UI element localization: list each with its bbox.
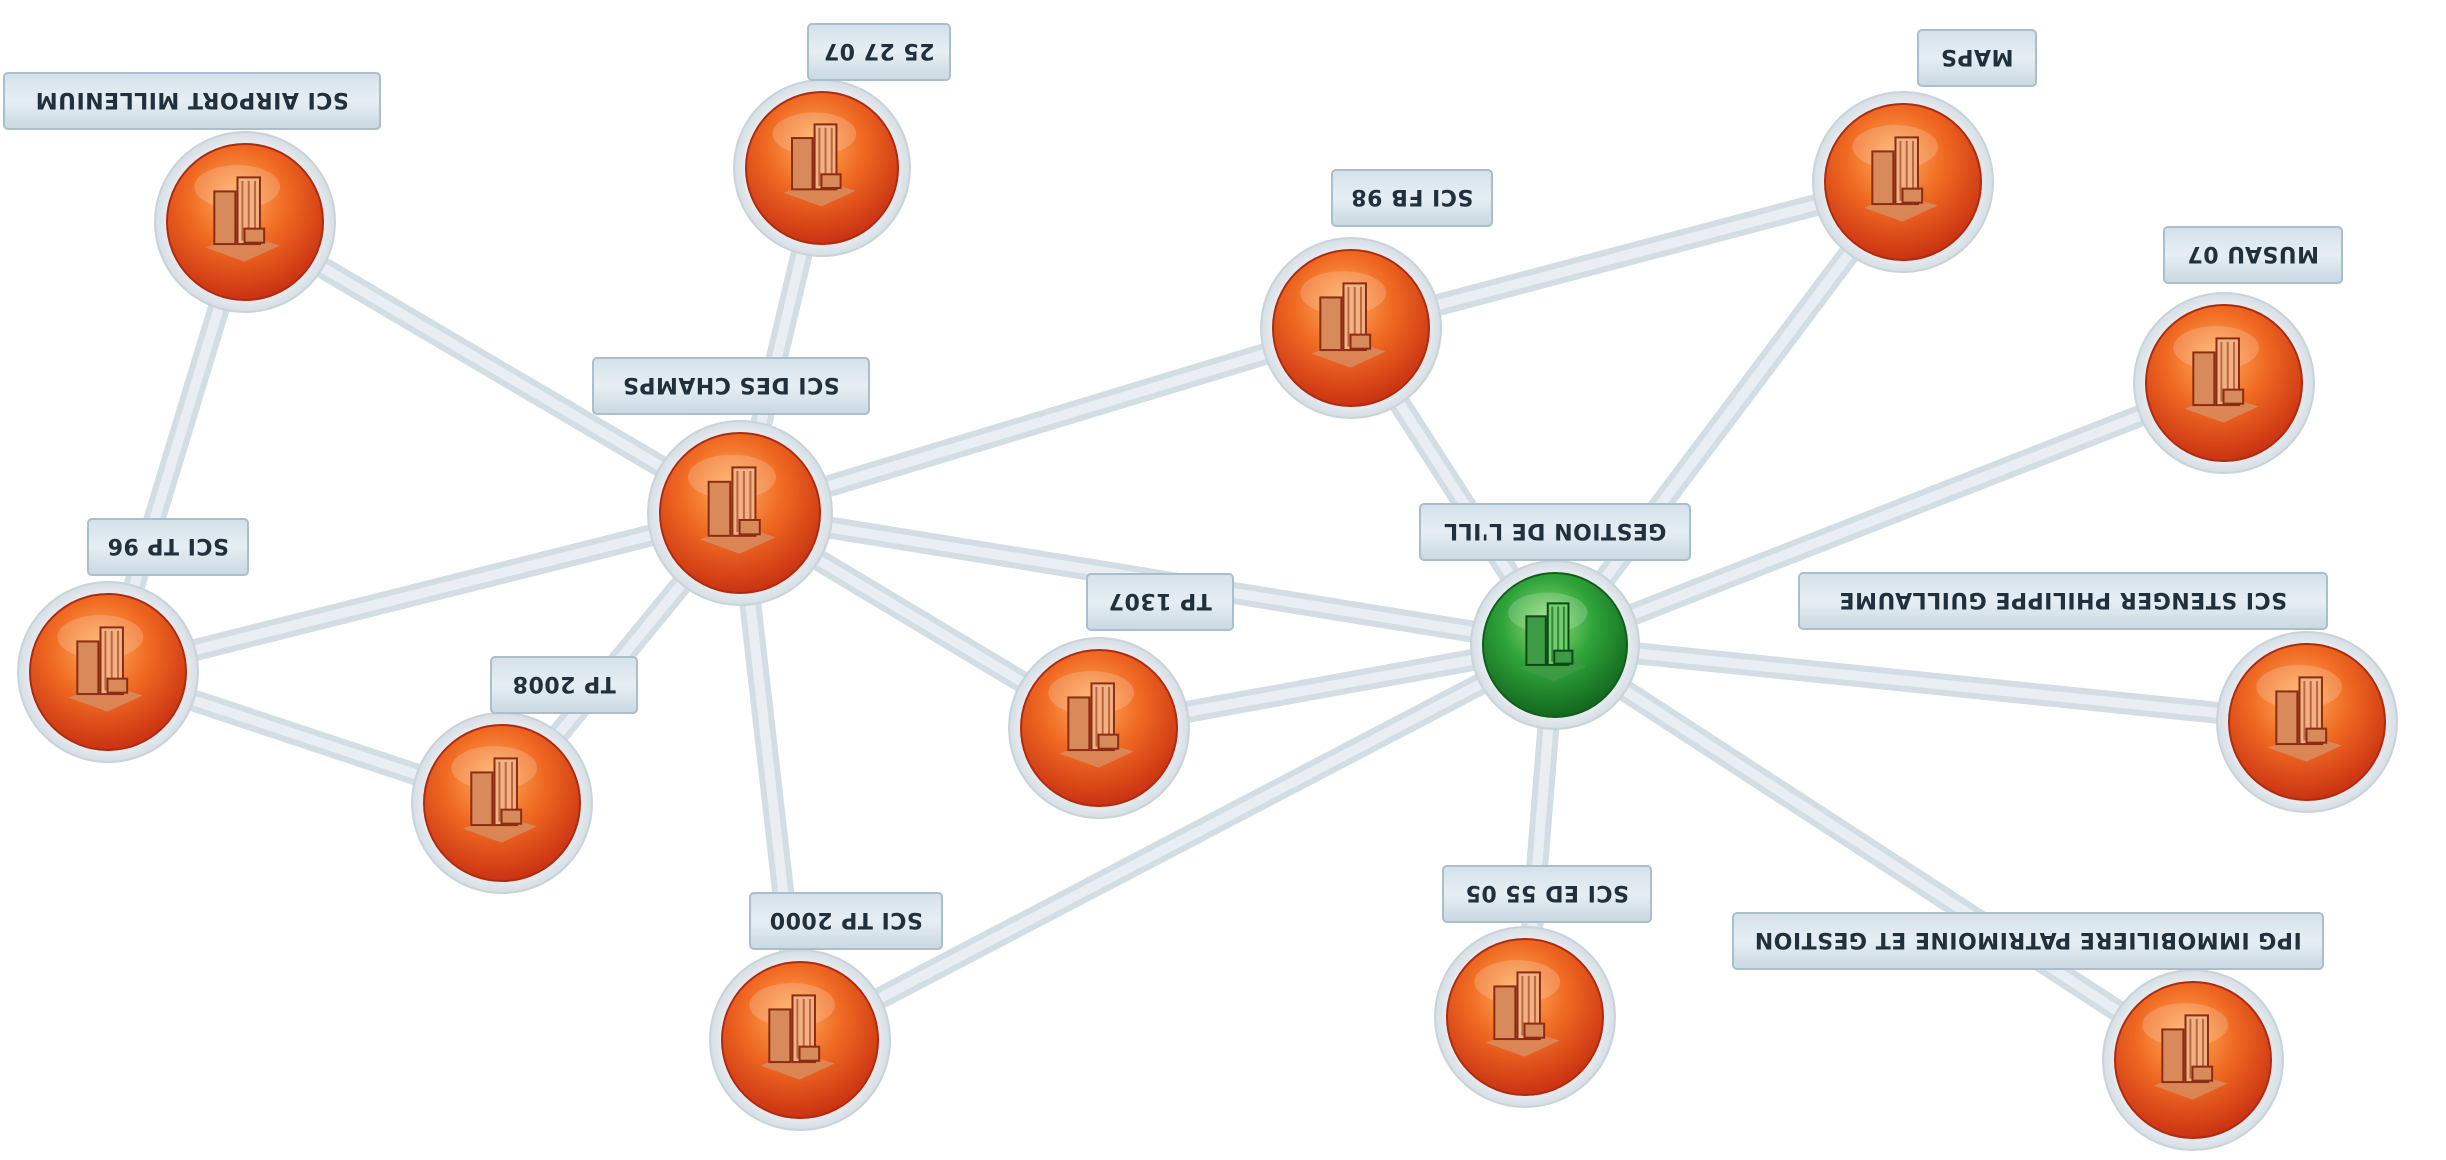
node-label-sci_airport: SCI AIRPORT MILLENIUM [3,72,381,130]
node-gestion[interactable] [1470,560,1640,730]
node-label-gestion: GESTION DE L'ILL [1419,503,1691,561]
node-musau_07[interactable] [2133,292,2315,474]
node-label-text: TP 1307 [1108,588,1212,613]
node-sci_ed_55_05[interactable] [1434,926,1616,1108]
node-sci_tp_96[interactable] [17,581,199,763]
building-icon [1311,282,1386,368]
building-icon [1863,136,1938,222]
building-icon [2153,1014,2228,1100]
node-label-n_25_27_07: 25 27 07 [807,23,951,81]
node-label-text: SCI DES CHAMPS [622,372,839,397]
building-icon [205,176,280,262]
node-label-text: GESTION DE L'ILL [1444,518,1667,543]
node-maps[interactable] [1812,91,1994,273]
node-label-ipg: IPG IMMOBILIERE PATRIMOINE ET GESTION [1732,912,2324,970]
node-label-text: SCI TP 2000 [769,907,922,932]
node-label-text: IPG IMMOBILIERE PATRIMOINE ET GESTION [1754,927,2301,952]
node-label-sci_fb_98: SCI FB 98 [1331,169,1493,227]
node-ipg[interactable] [2102,969,2284,1151]
node-label-sci_ed_55_05: SCI ED 55 05 [1442,865,1652,923]
node-tp_2008[interactable] [411,712,593,894]
nodes-layer [17,79,2398,1151]
building-icon [783,123,856,207]
node-label-sci_stenger: SCI STENGER PHILIPPE GUILLAUME [1798,572,2328,630]
node-label-text: SCI STENGER PHILIPPE GUILLAUME [1839,587,2287,612]
node-n_25_27_07[interactable] [733,79,911,257]
building-icon [462,757,537,843]
node-sci_des_champs[interactable] [647,420,833,606]
node-label-text: TP 2008 [512,671,616,696]
edge-sci_fb_98-maps [1340,171,1914,339]
node-tp_1307[interactable] [1008,637,1190,819]
node-label-tp_1307: TP 1307 [1086,573,1234,631]
node-label-sci_des_champs: SCI DES CHAMPS [592,357,870,415]
edge-gestion-maps [1544,171,1914,656]
building-icon [1059,682,1134,768]
node-label-text: MAPS [1941,44,2014,69]
node-label-sci_tp_96: SCI TP 96 [87,518,249,576]
edge-gestion-sci_stenger [1544,634,2318,733]
node-label-text: SCI ED 55 05 [1465,880,1629,905]
edge-gestion-sci_tp_2000 [789,634,1566,1051]
node-label-text: 25 27 07 [823,38,934,63]
edge-sci_des_champs-sci_fb_98 [729,317,1362,524]
node-sci_fb_98[interactable] [1260,237,1442,419]
edge-gestion-musau_07 [1544,372,2235,656]
edge-sci_des_champs-sci_airport [234,211,751,524]
edge-sci_des_champs-sci_tp_96 [97,502,751,683]
node-label-text: SCI TP 96 [107,533,229,558]
building-icon [1518,602,1587,682]
node-sci_tp_2000[interactable] [709,949,891,1131]
node-label-text: SCI FB 98 [1351,184,1473,209]
node-label-text: MUSAU 07 [2187,241,2319,266]
node-label-sci_tp_2000: SCI TP 2000 [749,892,943,950]
labels-layer: GESTION DE L'ILL SCI DES CHAMPS SCI FB 98 M… [3,23,2343,970]
building-icon [2184,337,2259,423]
edge-gestion-ipg [1544,634,2204,1071]
node-label-tp_2008: TP 2008 [490,656,638,714]
node-label-maps: MAPS [1917,29,2037,87]
building-icon [2267,676,2342,762]
node-sci_stenger[interactable] [2216,631,2398,813]
node-label-text: SCI AIRPORT MILLENIUM [35,87,348,112]
building-icon [760,994,835,1080]
building-icon [68,626,143,712]
building-icon [1485,971,1560,1057]
building-icon [700,466,776,554]
node-label-musau_07: MUSAU 07 [2163,226,2343,284]
node-sci_airport[interactable] [154,131,336,313]
